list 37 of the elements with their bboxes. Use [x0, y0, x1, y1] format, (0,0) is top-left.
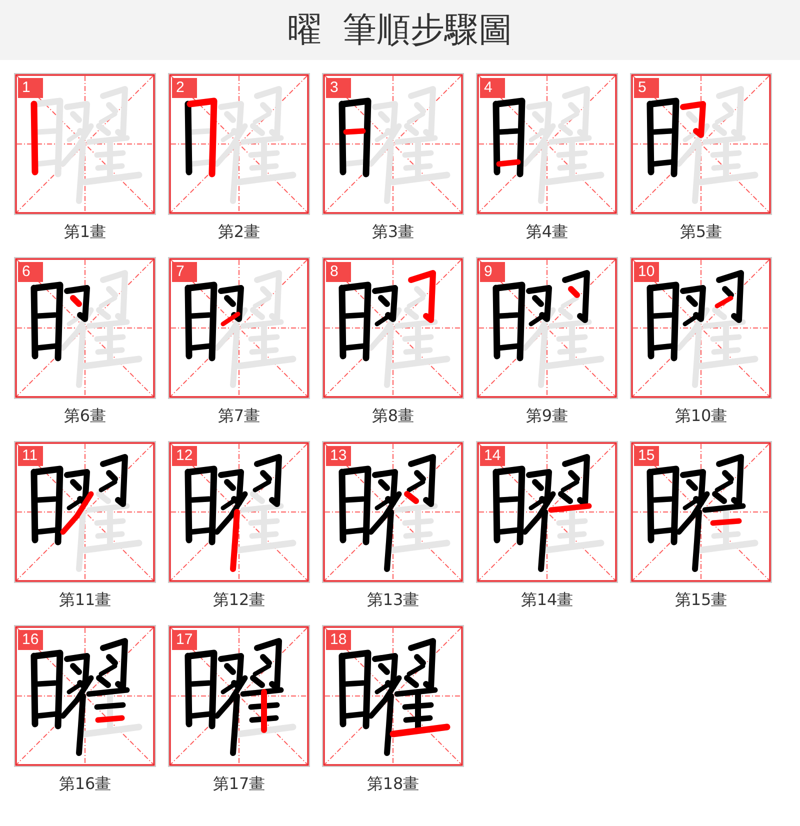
- step-caption: 第9畫: [524, 406, 570, 426]
- step-number: 8: [326, 262, 351, 282]
- step-number: 3: [326, 78, 351, 98]
- step-number: 10: [634, 262, 659, 282]
- step-caption: 第12畫: [212, 590, 266, 610]
- step-caption: 第4畫: [524, 222, 570, 242]
- step-number: 7: [172, 262, 197, 282]
- step-number: 5: [634, 78, 659, 98]
- step-number: 11: [18, 446, 43, 466]
- page-title: 曜 筆順步驟圖: [0, 0, 800, 60]
- step-number: 14: [480, 446, 505, 466]
- step-caption: 第14畫: [520, 590, 574, 610]
- step-number: 13: [326, 446, 351, 466]
- step-number: 9: [480, 262, 505, 282]
- step-caption: 第6畫: [62, 406, 108, 426]
- step-caption: 第7畫: [216, 406, 262, 426]
- step-caption: 第11畫: [58, 590, 112, 610]
- step-caption: 第2畫: [216, 222, 262, 242]
- step-number: 15: [634, 446, 659, 466]
- step-caption: 第10畫: [674, 406, 728, 426]
- step-caption: 第8畫: [370, 406, 416, 426]
- step-caption: 第1畫: [62, 222, 108, 242]
- step-number: 1: [18, 78, 43, 98]
- step-number: 17: [172, 630, 197, 650]
- step-number: 18: [326, 630, 351, 650]
- step-number: 6: [18, 262, 43, 282]
- step-caption: 第16畫: [58, 774, 112, 794]
- step-caption: 第18畫: [366, 774, 420, 794]
- step-caption: 第17畫: [212, 774, 266, 794]
- step-number: 2: [172, 78, 197, 98]
- step-number: 4: [480, 78, 505, 98]
- step-caption: 第15畫: [674, 590, 728, 610]
- step-caption: 第13畫: [366, 590, 420, 610]
- step-number: 16: [18, 630, 43, 650]
- step-caption: 第5畫: [678, 222, 724, 242]
- step-caption: 第3畫: [370, 222, 416, 242]
- step-number: 12: [172, 446, 197, 466]
